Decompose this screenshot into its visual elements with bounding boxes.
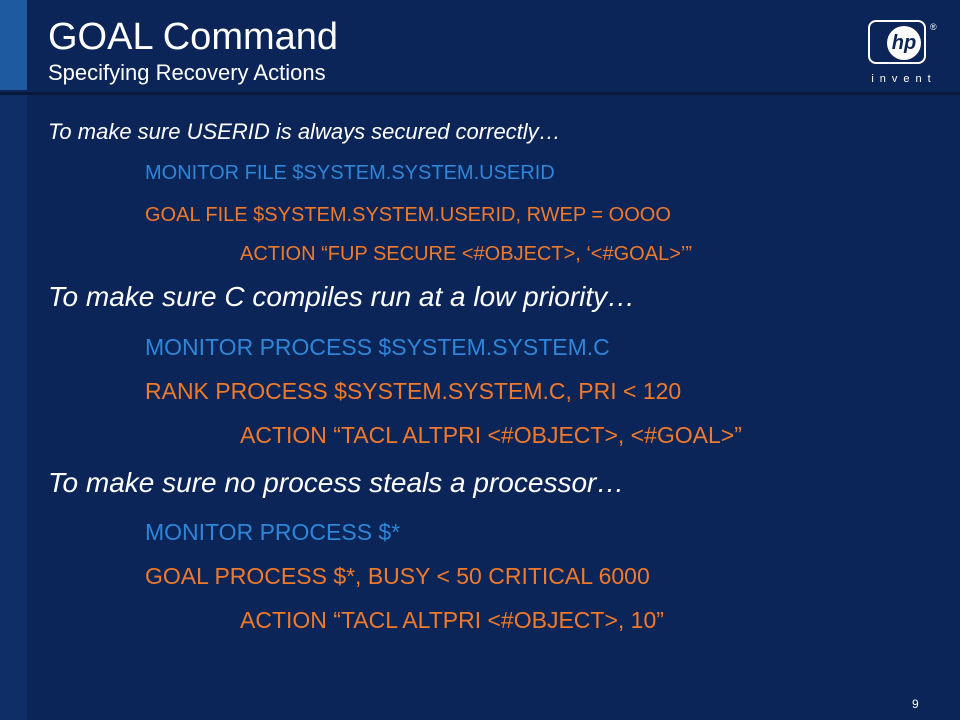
section-1-heading: To make sure USERID is always secured co… — [48, 119, 561, 144]
section-1-monitor: MONITOR FILE $SYSTEM.SYSTEM.USERID — [145, 162, 555, 184]
hp-logo-tagline: invent — [871, 73, 937, 85]
section-3-monitor: MONITOR PROCESS $* — [145, 519, 401, 545]
section-3-heading: To make sure no process steals a process… — [48, 467, 625, 498]
section-2-action: ACTION “TACL ALTPRI <#OBJECT>, <#GOAL>” — [240, 422, 742, 448]
slide-title: GOAL Command — [48, 16, 339, 58]
section-3-action: ACTION “TACL ALTPRI <#OBJECT>, 10” — [240, 607, 664, 633]
slide-subtitle: Specifying Recovery Actions — [48, 60, 326, 85]
hp-logo-mark: hp — [887, 26, 921, 60]
section-3-goal: GOAL PROCESS $*, BUSY < 50 CRITICAL 6000 — [145, 563, 650, 589]
section-2-heading: To make sure C compiles run at a low pri… — [48, 281, 636, 312]
hp-logo-frame: hp — [868, 20, 926, 64]
section-2-monitor: MONITOR PROCESS $SYSTEM.SYSTEM.C — [145, 334, 610, 360]
accent-bar-top — [0, 0, 27, 90]
hp-logo: hp ® invent — [862, 20, 946, 90]
section-2-goal: RANK PROCESS $SYSTEM.SYSTEM.C, PRI < 120 — [145, 378, 682, 404]
header-divider — [0, 92, 960, 95]
page-number: 9 — [912, 697, 919, 711]
accent-bar-left — [0, 92, 27, 720]
registered-mark: ® — [930, 22, 937, 32]
section-1-action: ACTION “FUP SECURE <#OBJECT>, ‘<#GOAL>’” — [240, 243, 692, 265]
section-1-goal: GOAL FILE $SYSTEM.SYSTEM.USERID, RWEP = … — [145, 204, 671, 226]
